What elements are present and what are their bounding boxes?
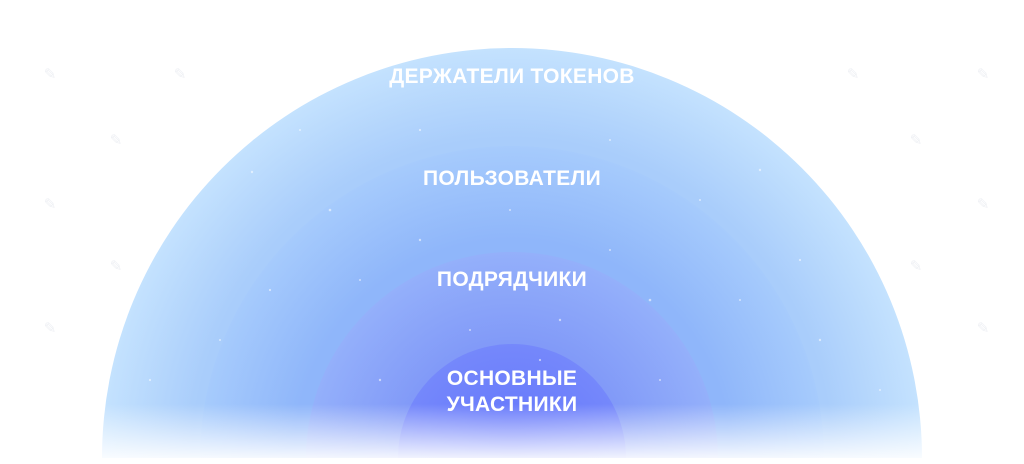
logo-watermark-icon: ✎ [43, 319, 57, 337]
logo-watermark-icon: ✎ [43, 195, 57, 213]
label-token-holders: ДЕРЖАТЕЛИ ТОКЕНОВ [389, 65, 635, 88]
bottom-fade [0, 404, 1024, 464]
label-core-line1: ОСНОВНЫЕ [446, 367, 578, 390]
logo-watermark-icon: ✎ [976, 195, 990, 213]
label-users: ПОЛЬЗОВАТЕЛИ [423, 167, 601, 190]
logo-watermark-icon: ✎ [173, 65, 187, 83]
logo-watermark-icon: ✎ [909, 131, 923, 149]
logo-watermark-icon: ✎ [976, 65, 990, 83]
logo-watermark-icon: ✎ [109, 131, 123, 149]
logo-watermark-icon: ✎ [976, 319, 990, 337]
label-core-line2: УЧАСТНИКИ [446, 393, 578, 416]
logo-watermark-icon: ✎ [846, 65, 860, 83]
label-contractors: ПОДРЯДЧИКИ [436, 268, 588, 291]
sparkle-dots [148, 128, 881, 391]
logo-watermark-icon: ✎ [43, 65, 57, 83]
label-core-participants: ОСНОВНЫЕ УЧАСТНИКИ [0, 366, 1024, 418]
logo-watermark-icon: ✎ [909, 257, 923, 275]
logo-watermark-icon: ✎ [109, 257, 123, 275]
